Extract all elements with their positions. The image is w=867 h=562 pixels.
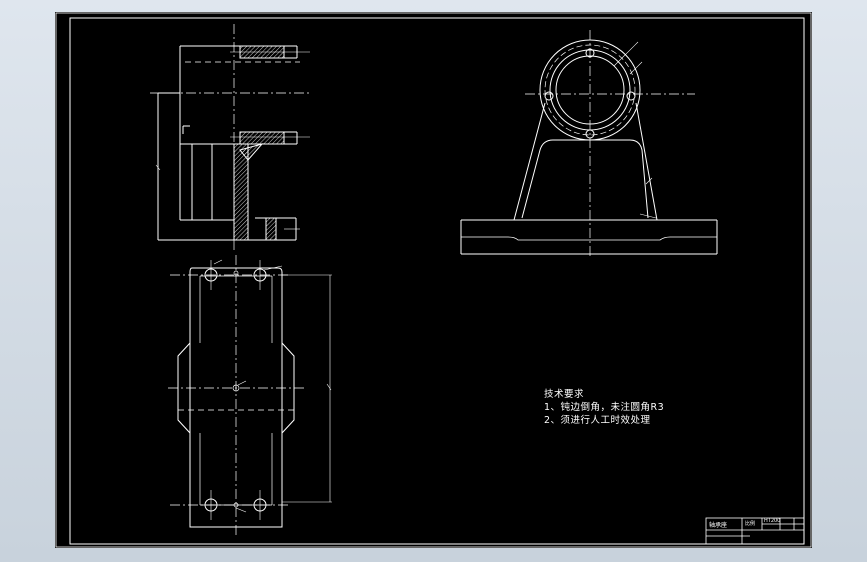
side-view (460, 30, 718, 258)
title-block-name: 轴承座 (709, 522, 728, 529)
technical-requirements: 技术要求 1、钝边倒角，未注圆角R3 2、须进行人工时效处理 (544, 388, 664, 427)
inner-frame (69, 17, 805, 545)
title-block-scale-label: 比例 (745, 521, 756, 527)
title-block (705, 517, 805, 545)
outer-frame (55, 12, 812, 548)
tech-req-item-2: 2、须进行人工时效处理 (544, 415, 651, 426)
paper (55, 12, 812, 548)
tech-req-item-1: 1、钝边倒角，未注圆角R3 (544, 402, 665, 413)
top-view (168, 255, 332, 535)
front-section-view (150, 24, 310, 250)
title-block-material: HT200 (764, 518, 781, 524)
tech-req-title: 技术要求 (544, 389, 585, 400)
